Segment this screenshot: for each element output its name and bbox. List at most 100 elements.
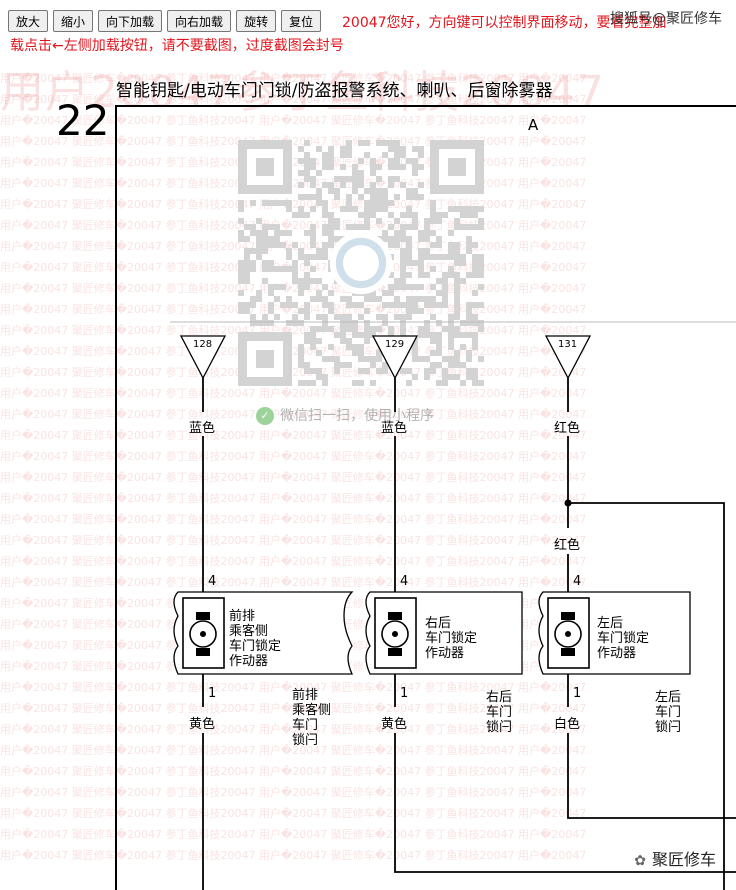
qr-module — [460, 278, 466, 284]
qr-module — [316, 350, 322, 356]
qr-module — [454, 218, 460, 224]
watermark-row: 用户�20047 聚匠修车�20047 参丁鱼科技20047 用户�20047 … — [0, 723, 587, 736]
qr-module — [328, 182, 334, 188]
wire-color-label: 黄色 — [381, 717, 408, 732]
qr-module — [322, 224, 328, 230]
qr-module — [316, 254, 322, 260]
qr-module — [250, 248, 256, 254]
qr-module — [394, 302, 400, 308]
connector-number: 131 — [558, 339, 578, 350]
qr-module — [298, 380, 304, 386]
qr-module — [406, 380, 412, 386]
qr-module — [316, 368, 322, 374]
qr-module — [256, 236, 262, 242]
qr-module — [268, 284, 274, 290]
qr-module — [406, 314, 412, 320]
watermark-row: 用户�20047 聚匠修车�20047 参丁鱼科技20047 用户�20047 … — [0, 387, 587, 400]
qr-module — [280, 230, 286, 236]
qr-module — [442, 278, 448, 284]
qr-module — [406, 242, 412, 248]
qr-module — [298, 146, 304, 152]
qr-module — [454, 362, 460, 368]
rotate-button[interactable]: 旋转 — [236, 10, 277, 32]
qr-module — [472, 272, 478, 278]
qr-module — [424, 218, 430, 224]
qr-module — [244, 224, 250, 230]
reset-button[interactable]: 复位 — [281, 10, 322, 32]
qr-module — [304, 212, 310, 218]
qr-module — [310, 242, 316, 248]
qr-module — [382, 314, 388, 320]
wechat-icon: ✿ — [634, 853, 646, 869]
qr-module — [472, 224, 478, 230]
qr-module — [460, 344, 466, 350]
qr-module — [466, 356, 472, 362]
qr-module — [466, 374, 472, 380]
qr-module — [328, 308, 334, 314]
qr-module — [436, 236, 442, 242]
qr-module — [334, 368, 340, 374]
qr-module — [460, 254, 466, 260]
qr-module — [478, 326, 484, 332]
qr-module — [478, 224, 484, 230]
qr-module — [334, 194, 340, 200]
qr-module — [322, 356, 328, 362]
qr-module — [478, 320, 484, 326]
qr-module — [400, 230, 406, 236]
qr-module — [370, 332, 376, 338]
qr-module — [376, 368, 382, 374]
qr-module — [304, 380, 310, 386]
qr-module — [274, 230, 280, 236]
qr-module — [376, 356, 382, 362]
qr-module — [436, 290, 442, 296]
qr-module — [406, 368, 412, 374]
qr-module — [364, 206, 370, 212]
load-down-button[interactable]: 向下加载 — [98, 10, 163, 32]
qr-module — [262, 236, 268, 242]
qr-module — [352, 350, 358, 356]
pin-number: 1 — [400, 686, 409, 701]
zoom-out-button[interactable]: 缩小 — [53, 10, 94, 32]
qr-module — [472, 212, 478, 218]
qr-module — [310, 254, 316, 260]
qr-code-icon — [238, 140, 484, 386]
qr-module — [310, 326, 316, 332]
brand-watermark: ✿聚匠修车 — [634, 846, 716, 870]
qr-module — [328, 146, 334, 152]
qr-module — [346, 344, 352, 350]
qr-module — [424, 320, 430, 326]
qr-module — [328, 326, 334, 332]
qr-module — [310, 332, 316, 338]
qr-module — [448, 230, 454, 236]
wire-color-label: 黄色 — [189, 717, 216, 732]
zoom-in-button[interactable]: 放大 — [8, 10, 49, 32]
qr-module — [400, 278, 406, 284]
qr-module — [472, 206, 478, 212]
qr-module — [250, 314, 256, 320]
qr-module — [394, 158, 400, 164]
qr-module — [454, 356, 460, 362]
qr-module — [310, 296, 316, 302]
actuator-label-line: 乘客侧 — [229, 624, 269, 639]
qr-module — [256, 290, 262, 296]
qr-module — [454, 308, 460, 314]
qr-module — [412, 170, 418, 176]
load-right-button[interactable]: 向右加载 — [167, 10, 232, 32]
qr-module — [244, 278, 250, 284]
qr-module — [400, 248, 406, 254]
qr-module — [262, 224, 268, 230]
lock-label-line: 前排 — [292, 688, 319, 703]
qr-module — [286, 302, 292, 308]
qr-module — [262, 230, 268, 236]
qr-module — [304, 314, 310, 320]
qr-module — [334, 332, 340, 338]
qr-module — [382, 302, 388, 308]
qr-module — [370, 200, 376, 206]
qr-module — [376, 326, 382, 332]
qr-module — [466, 308, 472, 314]
qr-module — [472, 374, 478, 380]
section-label: A — [528, 116, 539, 134]
qr-module — [448, 248, 454, 254]
watermark-row: 用户�20047 聚匠修车�20047 参丁鱼科技20047 用户�20047 … — [0, 471, 587, 484]
qr-module — [340, 152, 346, 158]
